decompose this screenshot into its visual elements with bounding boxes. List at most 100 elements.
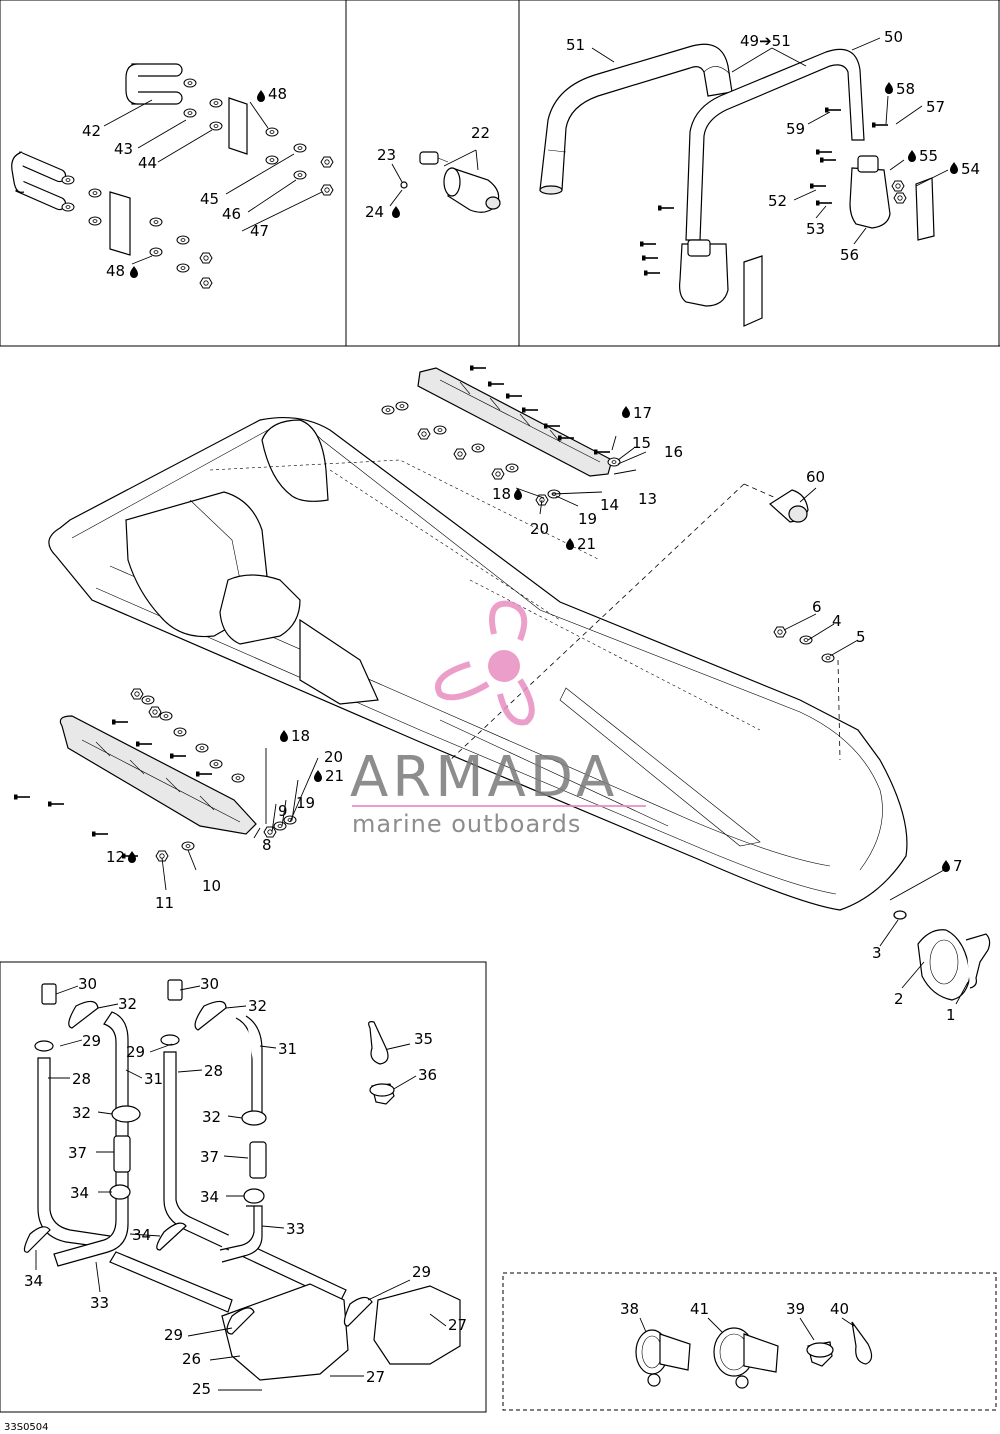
- callout-8: 8: [262, 836, 272, 854]
- callout-12: 12: [106, 848, 125, 866]
- callout-1: 1: [946, 1006, 956, 1024]
- callout-29c: 29: [412, 1263, 431, 1281]
- callout-29b: 29: [126, 1043, 145, 1061]
- callout-28a: 28: [72, 1070, 91, 1088]
- callout-60: 60: [806, 468, 825, 486]
- callout-13: 13: [638, 490, 657, 508]
- callout-31a: 31: [144, 1070, 163, 1088]
- callout-35: 35: [414, 1030, 433, 1048]
- clamp-parts: [635, 1321, 873, 1389]
- callout-4: 4: [832, 612, 842, 630]
- callout-18b: 18: [291, 727, 310, 745]
- callout-41: 41: [690, 1300, 709, 1318]
- callout-32b: 32: [248, 997, 267, 1015]
- leader-lines-hoses: [35, 985, 447, 1391]
- callout-29d: 29: [164, 1326, 183, 1344]
- handle-bar-assembly: [11, 63, 248, 256]
- callout-19b: 19: [296, 794, 315, 812]
- callout-57: 57: [926, 98, 945, 116]
- callout-5: 5: [856, 628, 866, 646]
- footrest-rail-right: [417, 367, 613, 477]
- callout-25: 25: [192, 1380, 211, 1398]
- callout-33a: 33: [286, 1220, 305, 1238]
- callout-34d: 34: [24, 1272, 43, 1290]
- callout-33b: 33: [90, 1294, 109, 1312]
- clip-parts: [368, 1021, 395, 1105]
- callout-32a: 32: [118, 995, 137, 1013]
- callout-44: 44: [138, 154, 157, 172]
- callout-30a: 30: [78, 975, 97, 993]
- watermark-brand: ARMADA: [350, 745, 618, 810]
- callout-16: 16: [664, 443, 683, 461]
- callout-20a: 20: [530, 520, 549, 538]
- callout-36: 36: [418, 1066, 437, 1084]
- callout-52: 52: [768, 192, 787, 210]
- callout-43: 43: [114, 140, 133, 158]
- callout-18a: 18: [492, 485, 511, 503]
- callout-34b: 34: [200, 1188, 219, 1206]
- grab-handle-assembly: [539, 43, 935, 327]
- callout-37a: 37: [68, 1144, 87, 1162]
- callout-20b: 20: [324, 748, 343, 766]
- propeller-logo: [435, 600, 535, 726]
- hull: [48, 416, 908, 911]
- footrest-rail-left: [59, 715, 257, 835]
- callout-34a: 34: [70, 1184, 89, 1202]
- drain-plug-assembly: [893, 910, 991, 1001]
- callout-21b: 21: [325, 767, 344, 785]
- callout-47: 47: [250, 222, 269, 240]
- callout-27a: 27: [448, 1316, 467, 1334]
- callout-28b: 28: [204, 1062, 223, 1080]
- callout-49-51: 49➔51: [740, 32, 791, 50]
- callout-11: 11: [155, 894, 174, 912]
- diagram-code: 33S0504: [4, 1422, 49, 1433]
- callout-50: 50: [884, 28, 903, 46]
- callout-32c: 32: [72, 1104, 91, 1122]
- callout-42: 42: [82, 122, 101, 140]
- callout-26: 26: [182, 1350, 201, 1368]
- callout-46: 46: [222, 205, 241, 223]
- callout-21a: 21: [577, 535, 596, 553]
- callout-40: 40: [830, 1300, 849, 1318]
- leader-lines-handlebar: [103, 99, 323, 265]
- callout-58: 58: [896, 80, 915, 98]
- callout-24: 24: [365, 203, 384, 221]
- callout-10: 10: [202, 877, 221, 895]
- callout-22: 22: [471, 124, 490, 142]
- callout-53: 53: [806, 220, 825, 238]
- leader-lines-hull: [161, 435, 969, 1005]
- callout-48b: 48: [106, 262, 125, 280]
- callout-55: 55: [919, 147, 938, 165]
- callout-34c: 34: [132, 1226, 151, 1244]
- callout-31b: 31: [278, 1040, 297, 1058]
- callout-38: 38: [620, 1300, 639, 1318]
- fitting-assembly: [400, 151, 501, 213]
- callout-7: 7: [953, 857, 963, 875]
- callout-3: 3: [872, 944, 882, 962]
- callout-54: 54: [961, 160, 980, 178]
- hose-assembly: [23, 979, 461, 1381]
- callout-30b: 30: [200, 975, 219, 993]
- callout-19a: 19: [578, 510, 597, 528]
- callout-15: 15: [632, 434, 651, 452]
- callout-48a: 48: [268, 85, 287, 103]
- callout-32d: 32: [202, 1108, 221, 1126]
- callout-56: 56: [840, 246, 859, 264]
- callout-59: 59: [786, 120, 805, 138]
- callout-6: 6: [812, 598, 822, 616]
- watermark-tagline: marine outboards: [352, 810, 581, 838]
- callout-27b: 27: [366, 1368, 385, 1386]
- callout-45: 45: [200, 190, 219, 208]
- callout-9: 9: [278, 802, 288, 820]
- callout-51: 51: [566, 36, 585, 54]
- callout-2: 2: [894, 990, 904, 1008]
- callout-23: 23: [377, 146, 396, 164]
- callout-29a: 29: [82, 1032, 101, 1050]
- callout-39: 39: [786, 1300, 805, 1318]
- callout-37b: 37: [200, 1148, 219, 1166]
- vent-fitting: [769, 489, 809, 523]
- callout-14: 14: [600, 496, 619, 514]
- callout-17: 17: [633, 404, 652, 422]
